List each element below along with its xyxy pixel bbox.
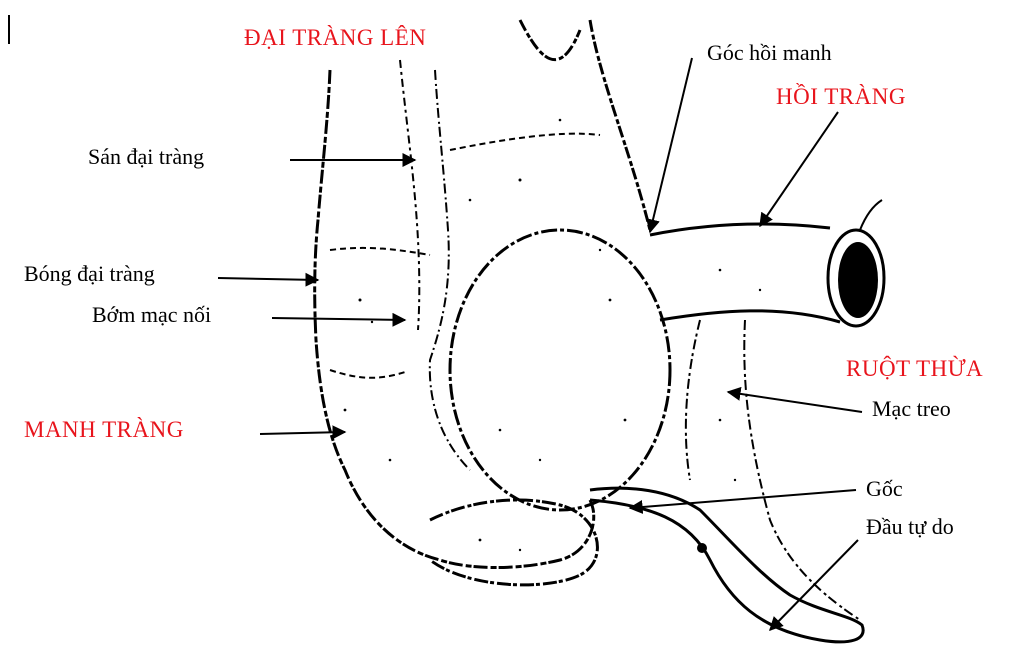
label-colic-band: Sán đại tràng [88, 146, 204, 168]
label-colic-haustra: Bóng đại tràng [24, 263, 155, 285]
colic-band-line-2 [430, 70, 470, 470]
label-mesentery: Mạc treo [872, 398, 951, 420]
haustra-fold [330, 370, 405, 378]
leader-ileocecal-angle [650, 58, 692, 232]
ileum-lumen [838, 242, 878, 318]
label-base: Gốc [866, 478, 903, 500]
heading-appendix: RUỘT THỪA [846, 357, 983, 380]
cecum-lower-lobe [430, 500, 597, 585]
mesoappendix-outline [686, 320, 860, 620]
ileum-lower-wall [660, 311, 840, 322]
colic-band-line [400, 60, 419, 330]
heading-ascending-colon: ĐẠI TRÀNG LÊN [244, 26, 426, 49]
appendix-dot [697, 543, 707, 553]
leader-epiploic-appendix [272, 318, 405, 320]
leader-colic-haustra [218, 278, 318, 280]
label-epiploic-appendix: Bớm mạc nối [92, 304, 211, 326]
label-free-end: Đầu tự do [866, 516, 954, 538]
appendix-outline [590, 488, 863, 642]
stipple-texture [344, 119, 762, 552]
leader-ileum [760, 112, 838, 226]
haustra-fold [330, 248, 430, 255]
colon-right-wall [520, 20, 650, 230]
ileum-vessel [860, 200, 882, 230]
haustra-fold [450, 134, 600, 150]
heading-cecum: MANH TRÀNG [24, 418, 184, 441]
cecal-sac [450, 230, 670, 510]
heading-ileum: HỒI TRÀNG [776, 85, 906, 108]
leader-cecum [260, 432, 345, 434]
label-ileocecal-angle: Góc hồi manh [707, 42, 832, 64]
ileum-upper-wall [650, 224, 830, 235]
